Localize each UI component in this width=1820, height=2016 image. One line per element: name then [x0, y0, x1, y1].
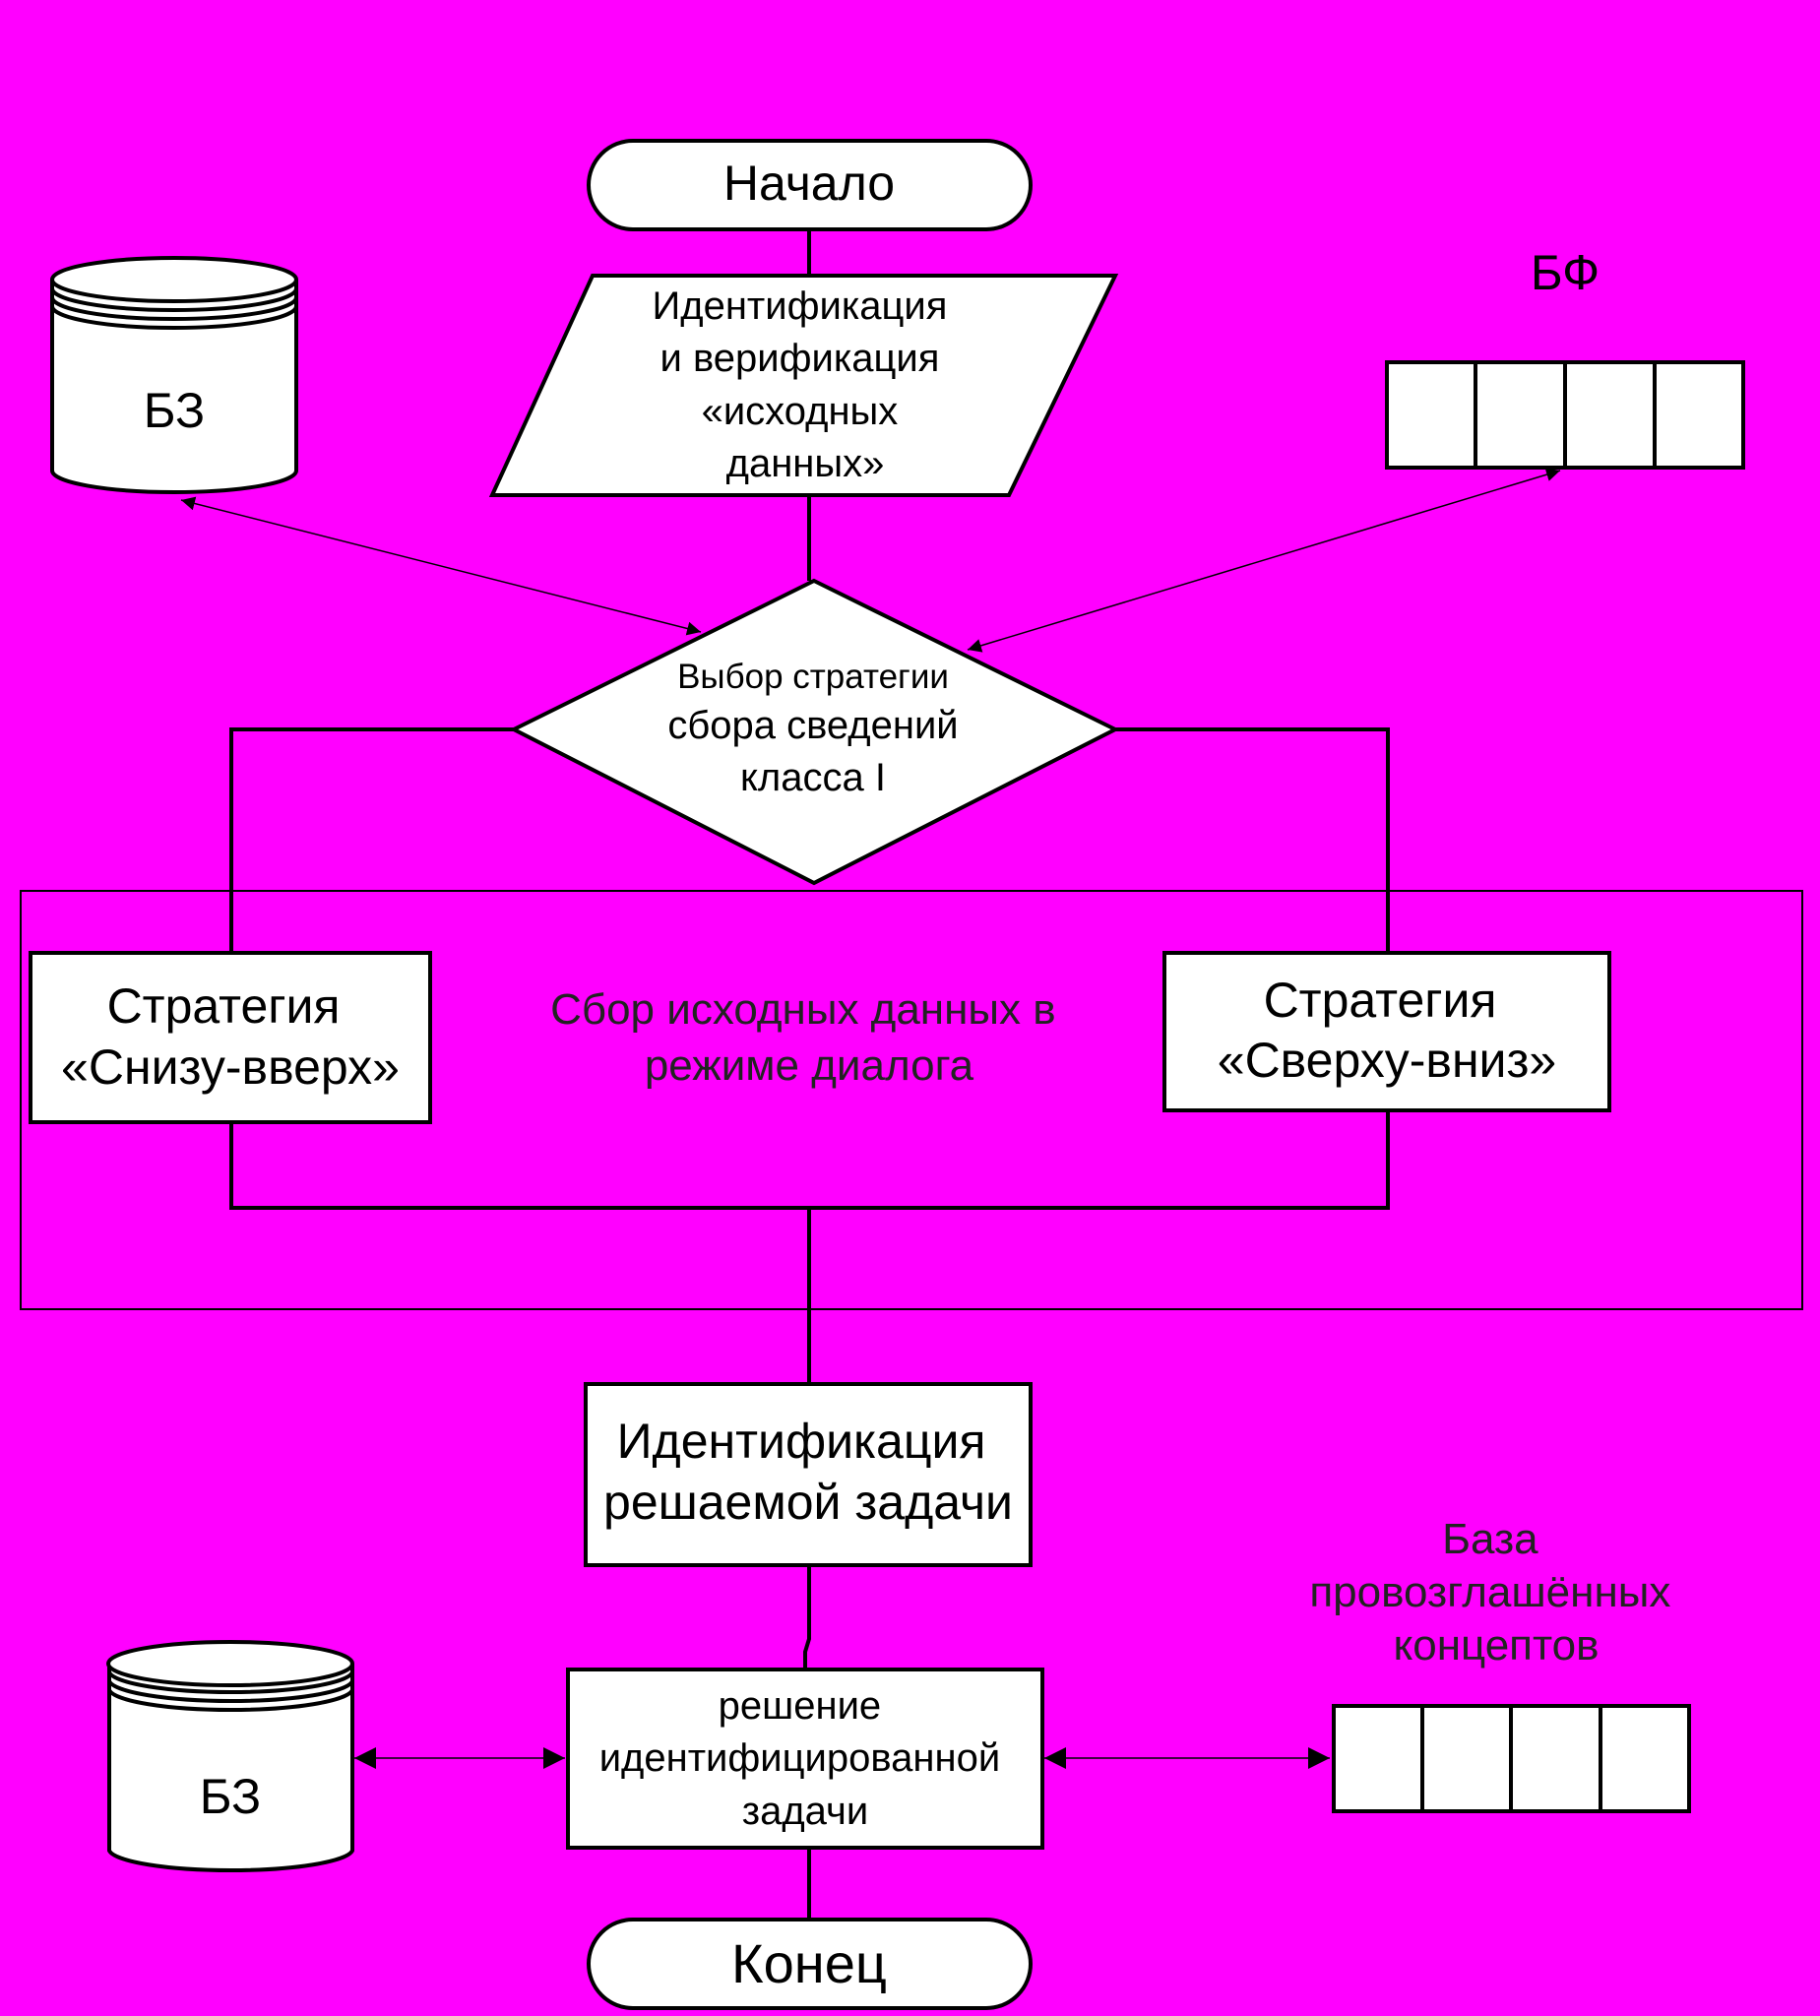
end-terminal: Конец [587, 1918, 1033, 2010]
strategy-decision: Выбор стратегии сбора сведений класса I [509, 578, 1120, 886]
svg-text:Выбор стратегии: Выбор стратегии [677, 658, 949, 696]
start-terminal: Начало [587, 139, 1033, 231]
input-data-node: Идентификация и верификация «исходных да… [488, 274, 1119, 497]
svg-text:Конец: Конец [731, 1932, 887, 1994]
knowledge-base-bottom-cylinder: БЗ [106, 1640, 354, 1873]
fact-base-storage [1385, 360, 1745, 470]
svg-text:Идентификация и верифика: Идентификация и верификация «исходных да… [652, 284, 958, 485]
svg-text:Стратегия «Сверху-вниз»: Стратегия «Сверху-вниз» [1218, 973, 1556, 1088]
solve-task-node: решение идентифицированной задачи [566, 1668, 1044, 1850]
svg-text:БЗ: БЗ [200, 1769, 261, 1824]
strategy-top-down: Стратегия «Сверху-вниз» [1162, 951, 1611, 1112]
strategy-bottom-up: Стратегия «Снизу-вверх» [29, 951, 432, 1124]
svg-text:Стратегия «Снизу-вверх»: Стратегия «Снизу-вверх» [61, 978, 400, 1095]
knowledge-base-top-cylinder: БЗ [50, 256, 298, 494]
concept-base-label: База провозглашённых концептов [1309, 1515, 1682, 1670]
dialog-group-frame [20, 890, 1803, 1310]
connectors [180, 230, 1561, 1920]
svg-text:Начало: Начало [723, 156, 895, 211]
fact-base-label: БФ [1531, 245, 1600, 300]
svg-text:БЗ: БЗ [144, 383, 205, 438]
dialog-group-label: Сбор исходных данных в режиме диалога [550, 985, 1068, 1090]
svg-text:Идентификация решаемой з: Идентификация решаемой задачи [603, 1414, 1013, 1530]
svg-text:класса I: класса I [740, 756, 886, 799]
svg-text:решение идентифицированн: решение идентифицированной задачи [599, 1684, 1012, 1833]
concept-base-storage [1332, 1704, 1691, 1813]
svg-text:сбора сведений: сбора сведений [667, 704, 958, 747]
identify-task-node: Идентификация решаемой задачи [584, 1382, 1033, 1567]
